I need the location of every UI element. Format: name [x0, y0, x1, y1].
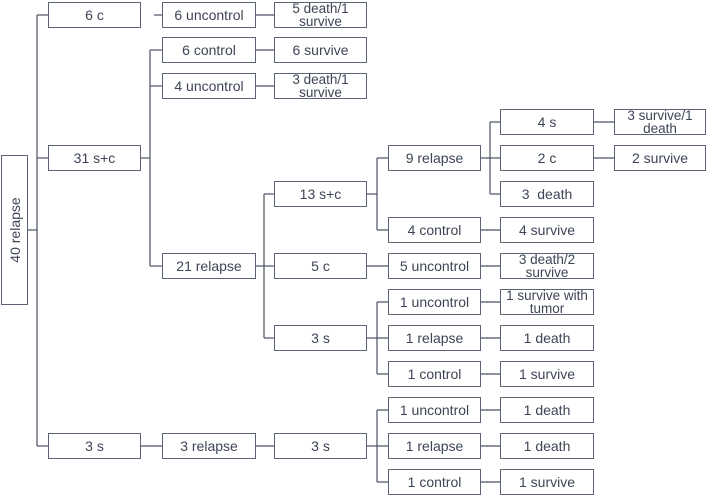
- node-4-uncontrol: 4 uncontrol: [162, 73, 256, 99]
- node-3death-1survive: 3 death/1 survive: [274, 73, 367, 99]
- node-2c: 2 c: [500, 145, 594, 171]
- node-3s-bottom-child: 3 s: [274, 433, 367, 459]
- node-3-death: 3 death: [500, 181, 594, 207]
- node-3s-bottom: 3 s: [48, 433, 141, 459]
- node-2-survive: 2 survive: [614, 145, 706, 171]
- node-6-control: 6 control: [162, 37, 256, 63]
- node-4-survive: 4 survive: [500, 217, 594, 243]
- node-3s-middle: 3 s: [274, 325, 367, 351]
- node-9-relapse: 9 relapse: [388, 145, 481, 171]
- node-6-uncontrol: 6 uncontrol: [162, 2, 256, 28]
- node-3survive-1death: 3 survive/1 death: [614, 109, 706, 135]
- node-1-uncontrol-mid: 1 uncontrol: [388, 289, 481, 315]
- node-1-survive-mid: 1 survive: [500, 361, 594, 387]
- node-1-control-bottom: 1 control: [388, 469, 481, 495]
- node-5death-1survive: 5 death/1 survive: [274, 2, 367, 28]
- node-4-control: 4 control: [388, 217, 481, 243]
- node-1-relapse-mid: 1 relapse: [388, 325, 481, 351]
- root-label: 40 relapse: [6, 197, 23, 263]
- node-13-sc: 13 s+c: [274, 181, 367, 207]
- node-3death-2survive: 3 death/2 survive: [500, 253, 594, 279]
- node-5-uncontrol: 5 uncontrol: [388, 253, 481, 279]
- node-1-death-bottom-b: 1 death: [500, 433, 594, 459]
- node-1-uncontrol-bottom: 1 uncontrol: [388, 397, 481, 423]
- node-4s: 4 s: [500, 109, 594, 135]
- node-31-sc: 31 s+c: [48, 145, 141, 171]
- node-5c: 5 c: [274, 253, 367, 279]
- node-1-survive-with-tumor: 1 survive with tumor: [500, 289, 594, 315]
- node-1-death-bottom-a: 1 death: [500, 397, 594, 423]
- root-node: 40 relapse: [1, 155, 28, 305]
- node-1-control-mid: 1 control: [388, 361, 481, 387]
- node-6-survive: 6 survive: [274, 37, 367, 63]
- node-1-survive-bottom: 1 survive: [500, 469, 594, 495]
- node-1-death-mid: 1 death: [500, 325, 594, 351]
- node-6c: 6 c: [48, 2, 141, 28]
- node-21-relapse: 21 relapse: [162, 253, 256, 279]
- node-3-relapse: 3 relapse: [162, 433, 256, 459]
- node-1-relapse-bottom: 1 relapse: [388, 433, 481, 459]
